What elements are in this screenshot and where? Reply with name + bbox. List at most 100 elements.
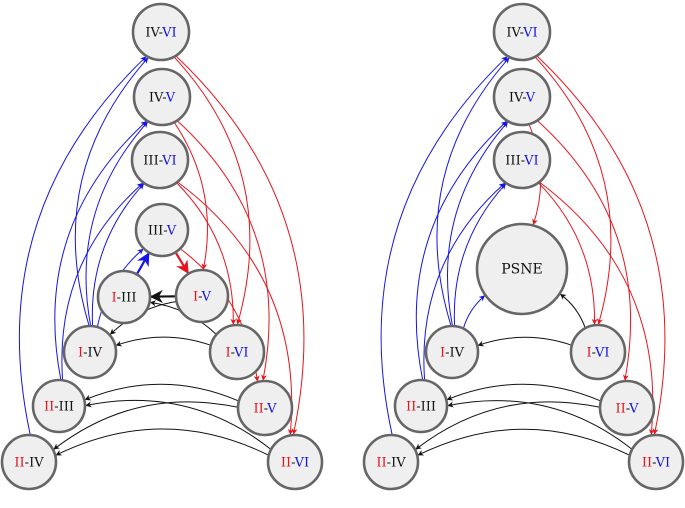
right-edge-II-III-to-IV-V (415, 121, 507, 381)
left-node-label-part: III (143, 154, 158, 169)
left-edge-II-V-to-II-IV (53, 401, 239, 450)
left-node-circle-II-III (31, 378, 87, 434)
left-edge-IV-V-to-I-V (173, 121, 208, 270)
right-node-label-II-VI: II-VI (642, 456, 670, 471)
left-edge-IV-V-to-II-V (176, 120, 270, 381)
left-node-label-part: I (112, 291, 117, 306)
left-node-label-IV-VI: IV-VI (145, 26, 176, 41)
right-node-II-IV: II-IV (362, 433, 420, 491)
right-edge-IV-VI-to-I-VI (534, 56, 612, 325)
left-node-circle-I-VI (208, 323, 266, 381)
right-node-circle-IV-VI (492, 2, 552, 62)
left-node-circle-I-V (174, 268, 230, 324)
right-edge-I-VI-to-I-IV (477, 336, 572, 347)
left-node-label-part: II (253, 402, 263, 417)
left-node-label-part: - (264, 402, 268, 417)
right-node-label-part: V (525, 91, 536, 106)
right-node-label-part: II (615, 402, 625, 417)
left-edge-IV-VI-to-II-VI (175, 55, 305, 435)
left-node-label-part: -III (117, 291, 137, 306)
right-node-label-part: II (376, 456, 386, 471)
left-edge-III-VI-to-I-VI (176, 182, 237, 325)
right-edge-I-IV-to-IV-VI (436, 57, 510, 327)
right-node-label-part: -IV (387, 456, 407, 471)
left-node-label-IV-V: IV-V (149, 91, 176, 106)
right-edge-I-IV-to-PSNE (462, 295, 486, 329)
right-node-label-IV-VI: IV-VI (506, 26, 537, 41)
right-node-label-part: - (626, 402, 630, 417)
left-edge-II-III-to-IV-V (54, 120, 147, 381)
left-node-label-part: - (159, 154, 163, 169)
left-node-label-II-VI: II-VI (281, 456, 309, 471)
left-node-circle-I-III (96, 269, 152, 325)
left-node-label-part: II (281, 456, 291, 471)
right-node-circle-I-IV (424, 324, 480, 380)
right-node-label-part: I (440, 346, 445, 361)
right-node-circle-II-IV (362, 433, 420, 491)
right-node-circle-II-V (598, 379, 656, 437)
right-node-label-II-V: II-V (615, 402, 639, 417)
left-node-label-part: VI (161, 26, 177, 41)
left-node-circle-IV-VI (131, 2, 191, 62)
right-node-IV-VI: IV-VI (492, 2, 552, 62)
right-node-I-VI: I-VI (569, 323, 627, 381)
edges-layer (18, 55, 666, 456)
left-node-IV-V: IV-V (132, 67, 192, 127)
left-node-label-part: - (291, 456, 295, 471)
left-edge-II-VI-to-II-IV (55, 428, 270, 456)
right-node-II-III: II-III (393, 378, 449, 434)
left-node-circle-II-V (236, 379, 294, 437)
left-node-label-part: IV (149, 91, 164, 106)
left-node-III-VI: III-VI (130, 130, 190, 190)
left-edge-II-VI-to-II-III (85, 399, 272, 450)
right-node-label-part: - (652, 456, 656, 471)
left-node-circle-I-IV (62, 324, 118, 380)
right-edge-II-VI-to-II-III (447, 400, 633, 450)
left-node-label-part: II (44, 400, 54, 415)
right-node-circle-II-VI (627, 433, 685, 491)
left-node-label-part: VI (161, 154, 177, 169)
right-node-circle-III-VI (492, 130, 552, 190)
right-node-label-part: -III (416, 400, 436, 415)
left-node-IV-VI: IV-VI (131, 2, 191, 62)
left-node-label-part: V (165, 91, 176, 106)
right-edge-II-VI-to-II-IV (417, 428, 631, 456)
left-edge-I-IV-to-III-VI (91, 183, 145, 327)
right-node-label-part: -IV (445, 346, 465, 361)
left-node-label-part: - (163, 224, 167, 239)
left-node-label-I-IV: I-IV (78, 346, 103, 361)
right-node-label-part: - (521, 154, 525, 169)
left-edge-I-VI-to-I-IV (115, 336, 211, 347)
left-node-label-part: - (159, 26, 163, 41)
right-node-label-part: - (522, 91, 526, 106)
right-node-label-part: I (586, 346, 591, 361)
left-node-label-part: -III (54, 400, 74, 415)
right-node-II-V: II-V (598, 379, 656, 437)
left-edge-I-III-to-III-V (135, 252, 150, 275)
right-edge-II-IV-to-IV-VI (380, 56, 508, 436)
left-node-II-IV: II-IV (0, 433, 58, 491)
right-node-label-III-VI: III-VI (505, 154, 538, 169)
right-node-label-II-IV: II-IV (376, 456, 406, 471)
right-node-label-part: IV (506, 26, 521, 41)
right-node-circle-I-VI (569, 323, 627, 381)
left-node-label-part: IV (145, 26, 160, 41)
left-node-label-III-V: III-V (148, 224, 177, 239)
left-node-label-II-IV: II-IV (14, 456, 44, 471)
left-edge-III-V-to-I-V (174, 251, 189, 275)
right-edge-I-IV-to-IV-V (447, 121, 508, 327)
left-edge-I-IV-to-IV-VI (74, 57, 149, 327)
left-edge-II-IV-to-IV-VI (18, 56, 147, 436)
left-node-label-part: - (162, 91, 166, 106)
right-node-label-PSNE: PSNE (501, 262, 542, 278)
left-edge-II-III-to-III-VI (61, 182, 144, 381)
left-node-label-part: III (148, 224, 163, 239)
right-node-label-I-VI: I-VI (586, 346, 609, 361)
right-node-label-part: VI (594, 346, 610, 361)
left-node-label-II-V: II-V (253, 402, 277, 417)
right-edge-III-VI-to-II-VI (539, 181, 655, 435)
left-node-II-III: II-III (31, 378, 87, 434)
left-node-I-III: I-III (96, 269, 152, 325)
right-node-III-VI: III-VI (492, 130, 552, 190)
